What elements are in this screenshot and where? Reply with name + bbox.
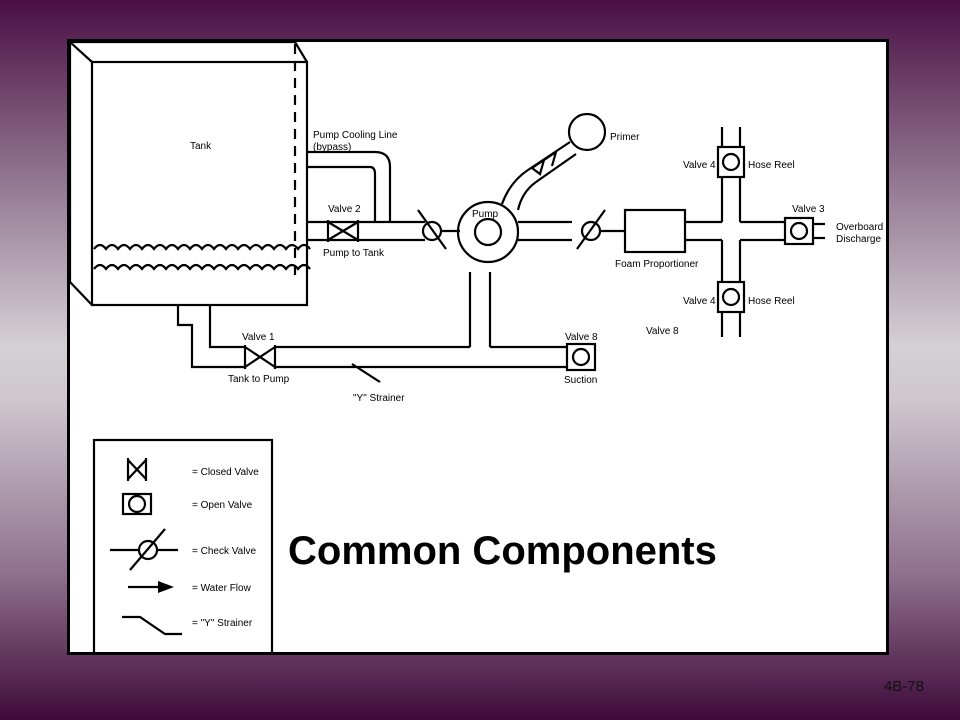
legend-box: [92, 438, 274, 652]
label-y-strainer: "Y" Strainer: [353, 393, 405, 404]
label-valve-2: Valve 2: [328, 204, 361, 215]
valve-1: [243, 345, 277, 369]
tank-to-pump-line: [176, 272, 567, 369]
legend-open-valve: = Open Valve: [192, 500, 253, 511]
legend-check-valve: = Check Valve: [192, 546, 256, 557]
label-foam-proportioner: Foam Proportioner: [615, 259, 699, 270]
slide-title: Common Components: [288, 529, 717, 573]
slide-number: 4B-78: [883, 678, 924, 695]
pump-cooling-line: [307, 150, 392, 222]
label-valve-3: Valve 3: [792, 204, 825, 215]
valve-2: [326, 220, 360, 242]
label-suction: Suction: [564, 375, 597, 386]
label-overboard: Overboard: [836, 222, 883, 233]
tank: [70, 42, 311, 307]
label-valve-1: Valve 1: [242, 332, 275, 343]
water-flow-arrow-icon: [158, 581, 174, 593]
label-hose-reel-bottom: Hose Reel: [748, 296, 795, 307]
check-valve-right: [576, 209, 625, 250]
label-valve-4-bottom: Valve 4: [683, 296, 716, 307]
label-pump-cooling-line: Pump Cooling Line: [313, 130, 398, 141]
label-valve-4-top: Valve 4: [683, 160, 716, 171]
check-valve-left: [417, 209, 460, 250]
label-valve-8: Valve 8: [565, 332, 598, 343]
pump-system-diagram: Tank Pump Cooling Line (bypass) Valve 2 …: [70, 42, 883, 652]
legend-water-flow: = Water Flow: [192, 583, 252, 594]
label-bypass: (bypass): [313, 142, 351, 153]
label-tank: Tank: [190, 141, 212, 152]
y-strainer-symbol: [351, 363, 381, 383]
label-primer: Primer: [610, 132, 640, 143]
pump: [456, 200, 572, 264]
primer: [500, 112, 607, 211]
label-pump-to-tank: Pump to Tank: [323, 248, 385, 259]
discharge-manifold: [685, 127, 825, 337]
foam-proportioner: [623, 208, 687, 254]
valve-4-bottom: [716, 280, 746, 314]
label-hose-reel-top: Hose Reel: [748, 160, 795, 171]
valve-3: [783, 216, 815, 246]
legend-closed-valve: = Closed Valve: [192, 467, 259, 478]
valve-4-top: [716, 145, 746, 179]
valve-8: [565, 342, 597, 372]
label-tank-to-pump: Tank to Pump: [228, 374, 290, 385]
label-pump: Pump: [472, 209, 499, 220]
legend-y-strainer: = "Y" Strainer: [192, 618, 253, 629]
label-discharge: Discharge: [836, 234, 881, 245]
label-valve-8-mid: Valve 8: [646, 326, 679, 337]
slide-frame: Tank Pump Cooling Line (bypass) Valve 2 …: [67, 39, 889, 655]
